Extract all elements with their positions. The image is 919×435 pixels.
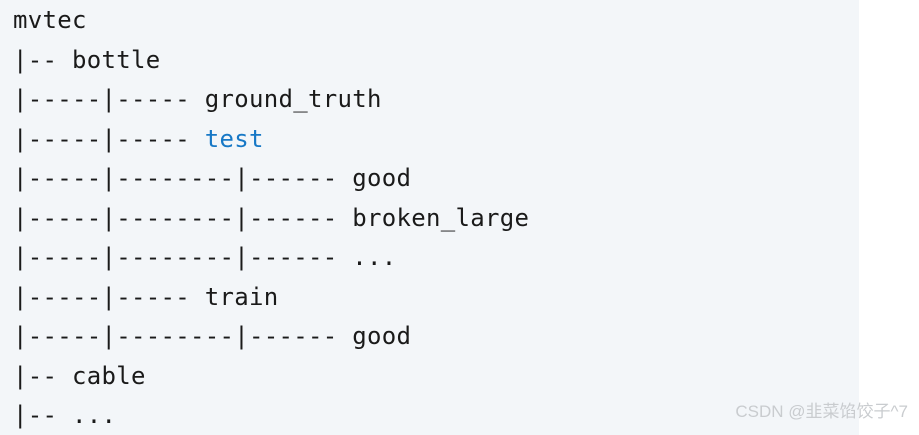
tree-line: |-----|----- train [13,278,859,318]
dir-name-mvtec: mvtec [13,6,87,34]
tree-branch: |-----|----- [13,85,205,113]
tree-branch: |-----|--------|------ [13,322,353,350]
dir-name-test-highlighted: test [204,124,264,153]
tree-line: |-----|--------|------ broken_large [13,199,859,239]
dir-name-good: good [352,164,412,192]
tree-line: |-- cable [13,357,859,397]
tree-line: |-- ... [13,396,859,435]
tree-line: |-----|----- ground_truth [13,80,859,120]
tree-line: |-- bottle [13,41,859,81]
tree-branch: |-- [13,45,72,74]
dir-name-train: train [204,282,279,311]
tree-branch: |-----|--------|------ [13,243,353,271]
tree-line: |-----|--------|------ good [13,159,859,199]
csdn-watermark: CSDN @韭菜馅饺子^7 [735,402,908,421]
dir-name-broken-large: broken_large [352,203,530,232]
code-block-directory-tree: mvtec |-- bottle |-----|----- ground_tru… [0,0,859,435]
tree-line: |-----|--------|------ ... [13,238,859,278]
tree-branch: |-----|--------|------ [13,164,353,192]
dir-name-bottle: bottle [72,45,161,74]
tree-branch: |-----|--------|------ [13,203,353,232]
dir-name-ground-truth: ground_truth [204,85,382,113]
dir-name-ellipsis: ... [352,243,397,271]
tree-branch: |-- [13,401,72,429]
tree-branch: |-----|----- [13,124,205,153]
tree-line: |-----|--------|------ good [13,317,859,357]
tree-line-root: mvtec [13,1,859,41]
tree-line: |-----|----- test [13,120,859,160]
tree-branch: |-- [13,361,72,390]
dir-name-good: good [352,322,412,350]
dir-name-cable: cable [72,361,146,390]
dir-name-ellipsis: ... [72,401,117,429]
tree-branch: |-----|----- [13,282,205,311]
